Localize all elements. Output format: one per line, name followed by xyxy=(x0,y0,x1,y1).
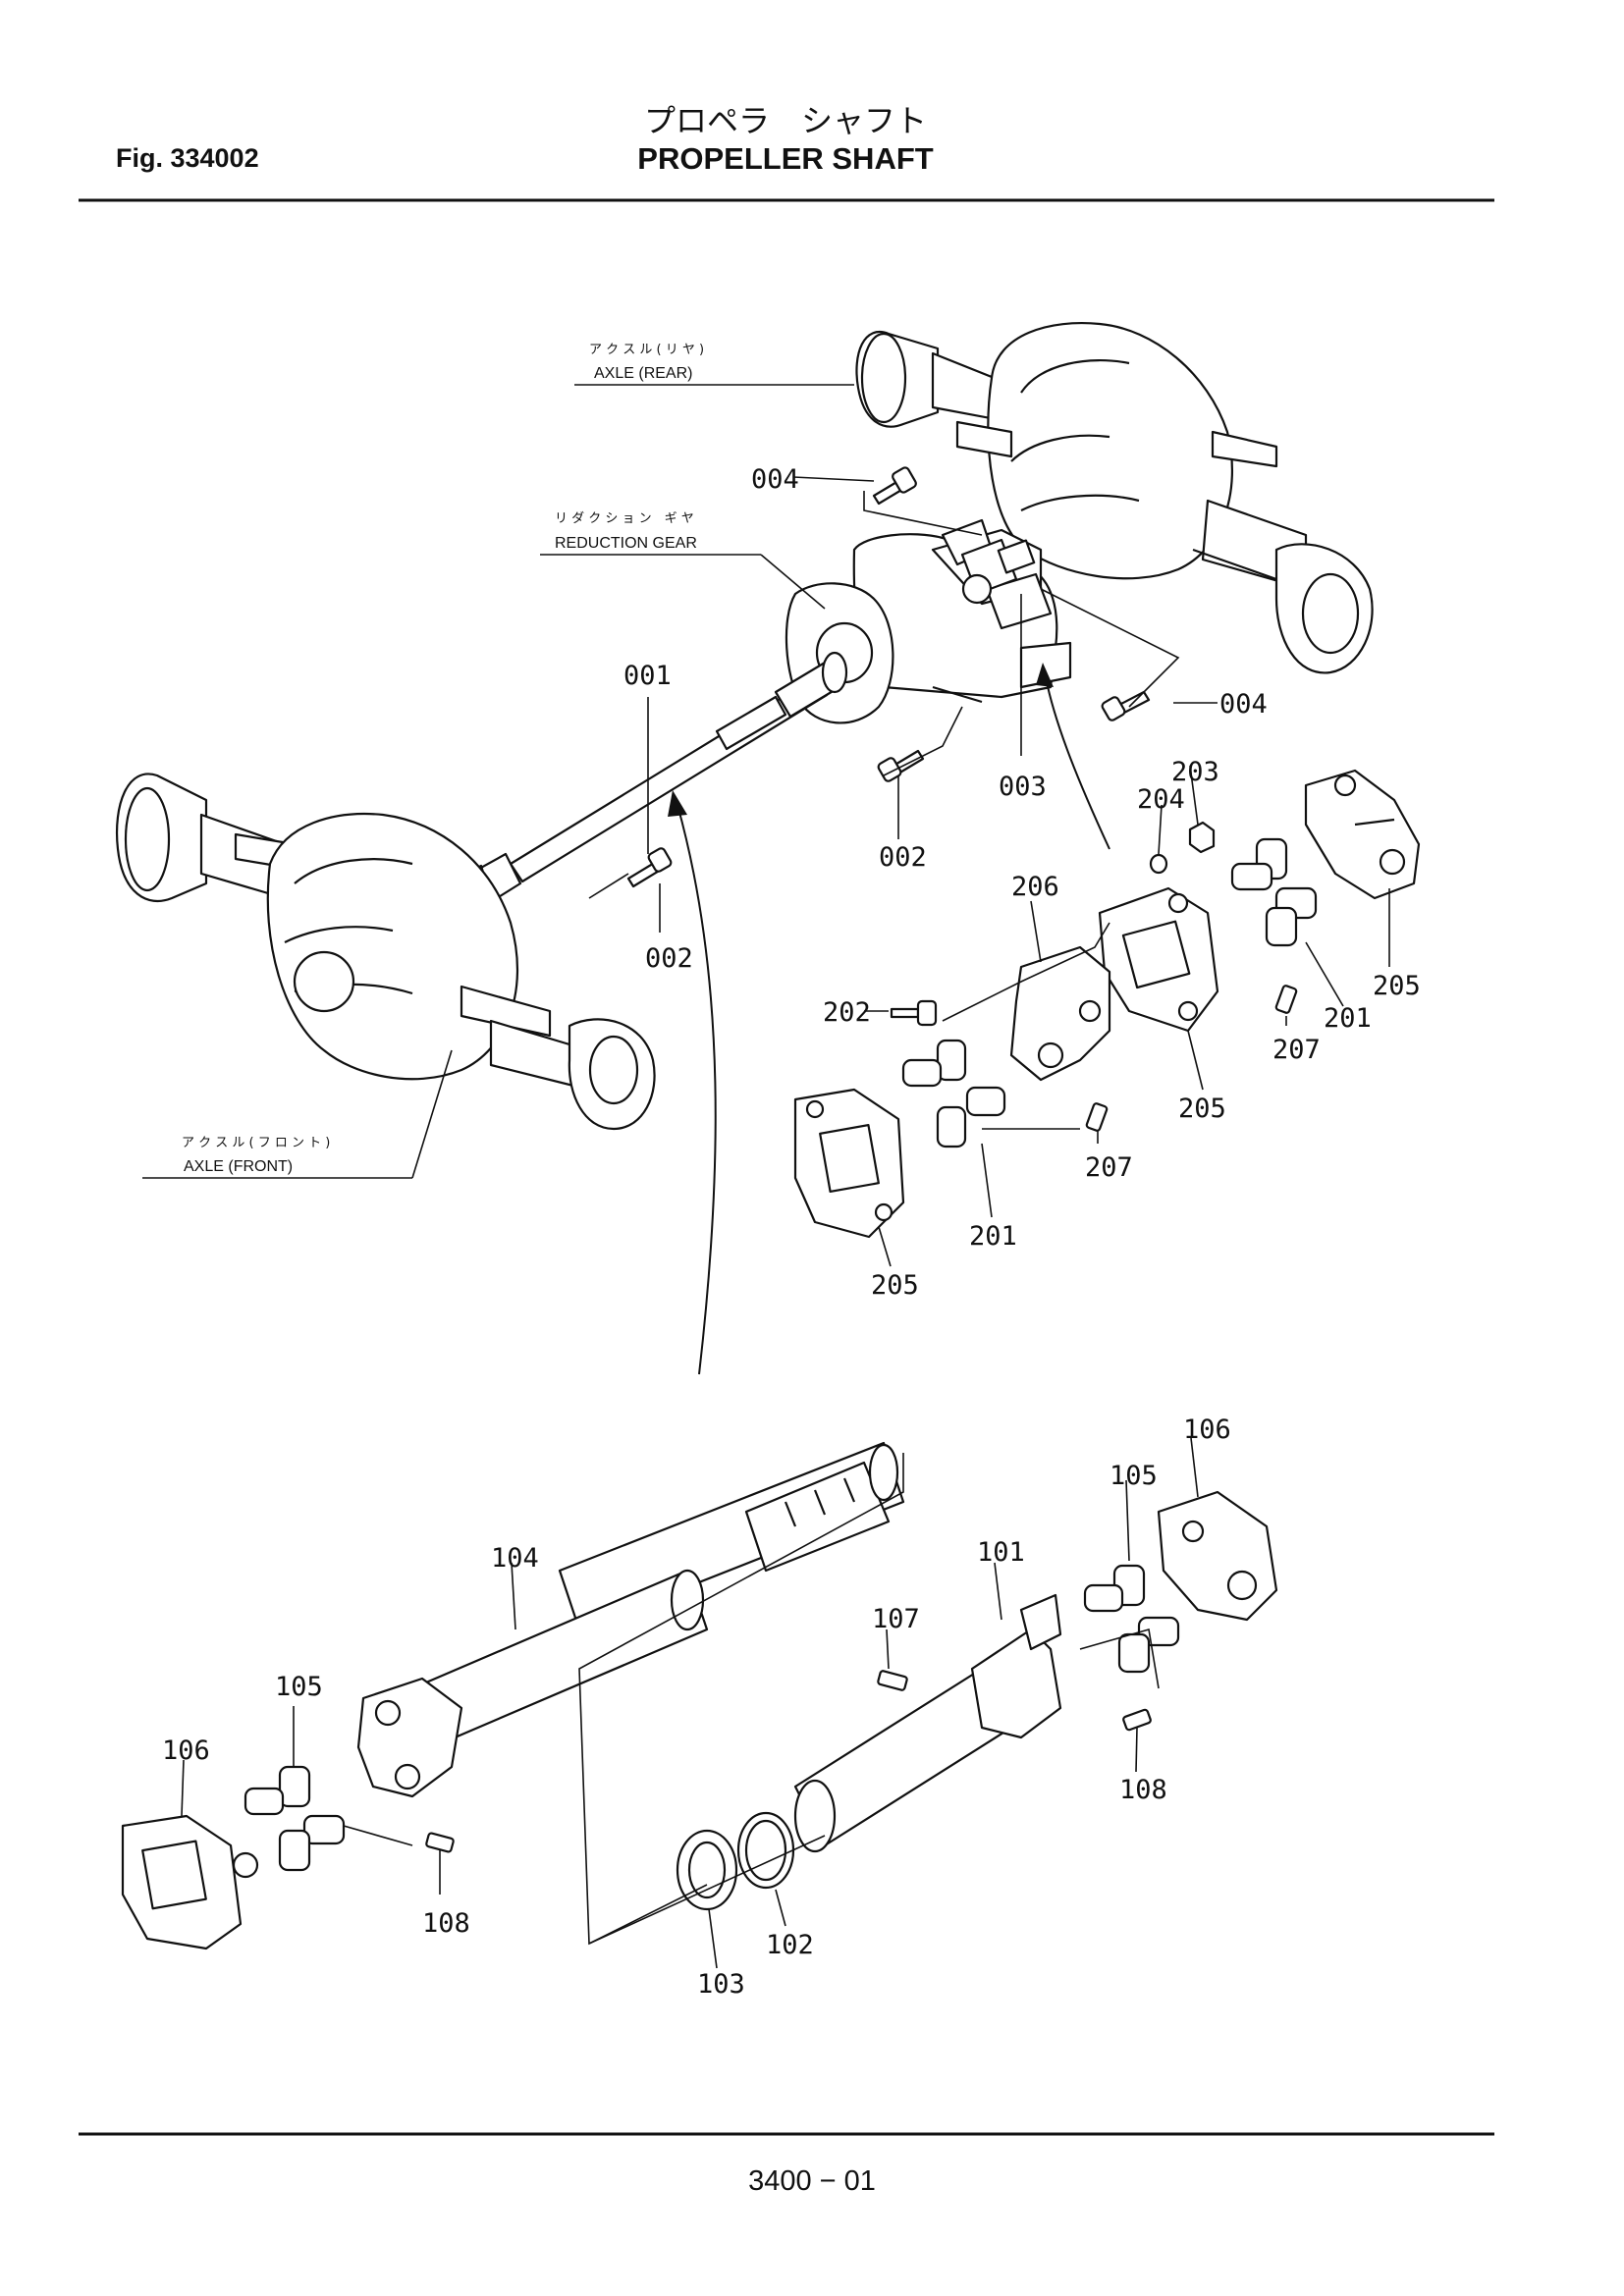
leader-lines xyxy=(142,384,1390,1969)
part-label-206: 206 xyxy=(1011,872,1059,902)
part-label-108-left: 108 xyxy=(422,1908,470,1939)
grease-nipple-207-lower xyxy=(1085,1102,1109,1132)
caption-axle-rear: AXLE (REAR) xyxy=(594,365,692,382)
part-label-205-bottom: 205 xyxy=(871,1270,919,1301)
arrowhead-upper xyxy=(1036,663,1054,687)
assembly-arrow-lower xyxy=(677,804,717,1375)
caption-axle-front-jp: ア ク ス ル ( フ ロ ン ト ) xyxy=(182,1136,330,1150)
rear-axle-drawing xyxy=(855,322,1374,674)
part-label-202: 202 xyxy=(823,997,871,1028)
washer-204 xyxy=(1149,853,1168,875)
page-number: 3400 − 01 xyxy=(748,2165,876,2197)
part-label-108-right: 108 xyxy=(1119,1775,1167,1805)
universal-joint-003 xyxy=(941,518,1036,605)
part-label-106-right: 106 xyxy=(1183,1415,1231,1445)
caption-reduction-gear: REDUCTION GEAR xyxy=(555,535,697,552)
grease-nipple-108-right xyxy=(1122,1708,1152,1732)
bolt-202 xyxy=(890,999,938,1027)
part-label-106-left: 106 xyxy=(162,1735,210,1766)
grease-nipple-107 xyxy=(877,1670,908,1691)
part-label-207-upper: 207 xyxy=(1272,1035,1321,1065)
bolt-002-left xyxy=(626,847,673,888)
splined-shaft-104 xyxy=(558,1441,905,1631)
part-label-003: 003 xyxy=(999,772,1047,802)
part-label-002-right: 002 xyxy=(879,842,927,873)
part-label-203: 203 xyxy=(1171,757,1219,787)
part-label-102: 102 xyxy=(766,1930,814,1960)
arrowhead-lower xyxy=(668,790,687,817)
cross-spider-105-left xyxy=(244,1765,346,1872)
grease-nipple-207-upper xyxy=(1274,985,1298,1014)
part-label-002-left: 002 xyxy=(645,943,693,974)
caption-reduction-gear-jp: リ ダ ク シ ョ ン ギ ヤ xyxy=(555,511,694,526)
part-label-103: 103 xyxy=(697,1969,745,2000)
cross-spider-105-right xyxy=(1083,1564,1180,1674)
part-label-204: 204 xyxy=(1137,784,1185,815)
yoke-104-end xyxy=(356,1677,463,1798)
part-label-207-lower: 207 xyxy=(1085,1152,1133,1183)
flange-yoke-205-top xyxy=(1304,769,1421,900)
assembly-arrow-upper xyxy=(1045,676,1110,850)
cross-spider-201-upper xyxy=(1230,837,1318,947)
part-label-004-upper: 004 xyxy=(751,464,799,495)
part-label-004-lower: 004 xyxy=(1219,689,1268,720)
bushing-103 xyxy=(676,1829,738,1911)
part-label-101: 101 xyxy=(977,1537,1025,1568)
flange-yoke-106-right xyxy=(1157,1490,1278,1622)
front-axle-drawing xyxy=(116,773,656,1131)
figure-number: Fig. 334002 xyxy=(116,143,259,173)
caption-axle-rear-jp: ア ク ス ル ( リ ヤ ) xyxy=(589,343,704,357)
cross-spider-201-lower xyxy=(901,1039,1006,1148)
caption-axle-front: AXLE (FRONT) xyxy=(184,1158,293,1175)
page-title: PROPELLER SHAFT xyxy=(637,141,934,176)
part-label-201-lower: 201 xyxy=(969,1221,1017,1252)
bolt-002-right xyxy=(877,749,925,782)
flange-yoke-205-bottom xyxy=(793,1088,905,1239)
slip-yoke-101 xyxy=(793,1593,1062,1853)
part-label-105-left: 105 xyxy=(275,1672,323,1702)
part-label-104: 104 xyxy=(491,1543,539,1574)
grease-nipple-108-left xyxy=(425,1832,455,1853)
part-label-105-right: 105 xyxy=(1110,1461,1158,1491)
bolt-004-lower xyxy=(1101,690,1151,721)
yoke-206 xyxy=(1009,945,1111,1082)
nut-203 xyxy=(1188,821,1216,854)
bolt-004-upper xyxy=(872,466,917,506)
part-label-205-top: 205 xyxy=(1373,971,1421,1001)
part-label-201-upper: 201 xyxy=(1324,1003,1372,1034)
assembly-outlines xyxy=(343,491,1180,1946)
part-label-205-middle: 205 xyxy=(1178,1094,1226,1124)
page-title-japanese: プロペラ シャフト xyxy=(643,102,927,139)
part-label-107: 107 xyxy=(872,1604,920,1634)
part-label-001: 001 xyxy=(623,661,672,691)
flange-yoke-205-middle xyxy=(1098,886,1219,1033)
flange-yoke-106-left xyxy=(121,1814,259,1950)
seal-ring-102 xyxy=(736,1811,795,1890)
